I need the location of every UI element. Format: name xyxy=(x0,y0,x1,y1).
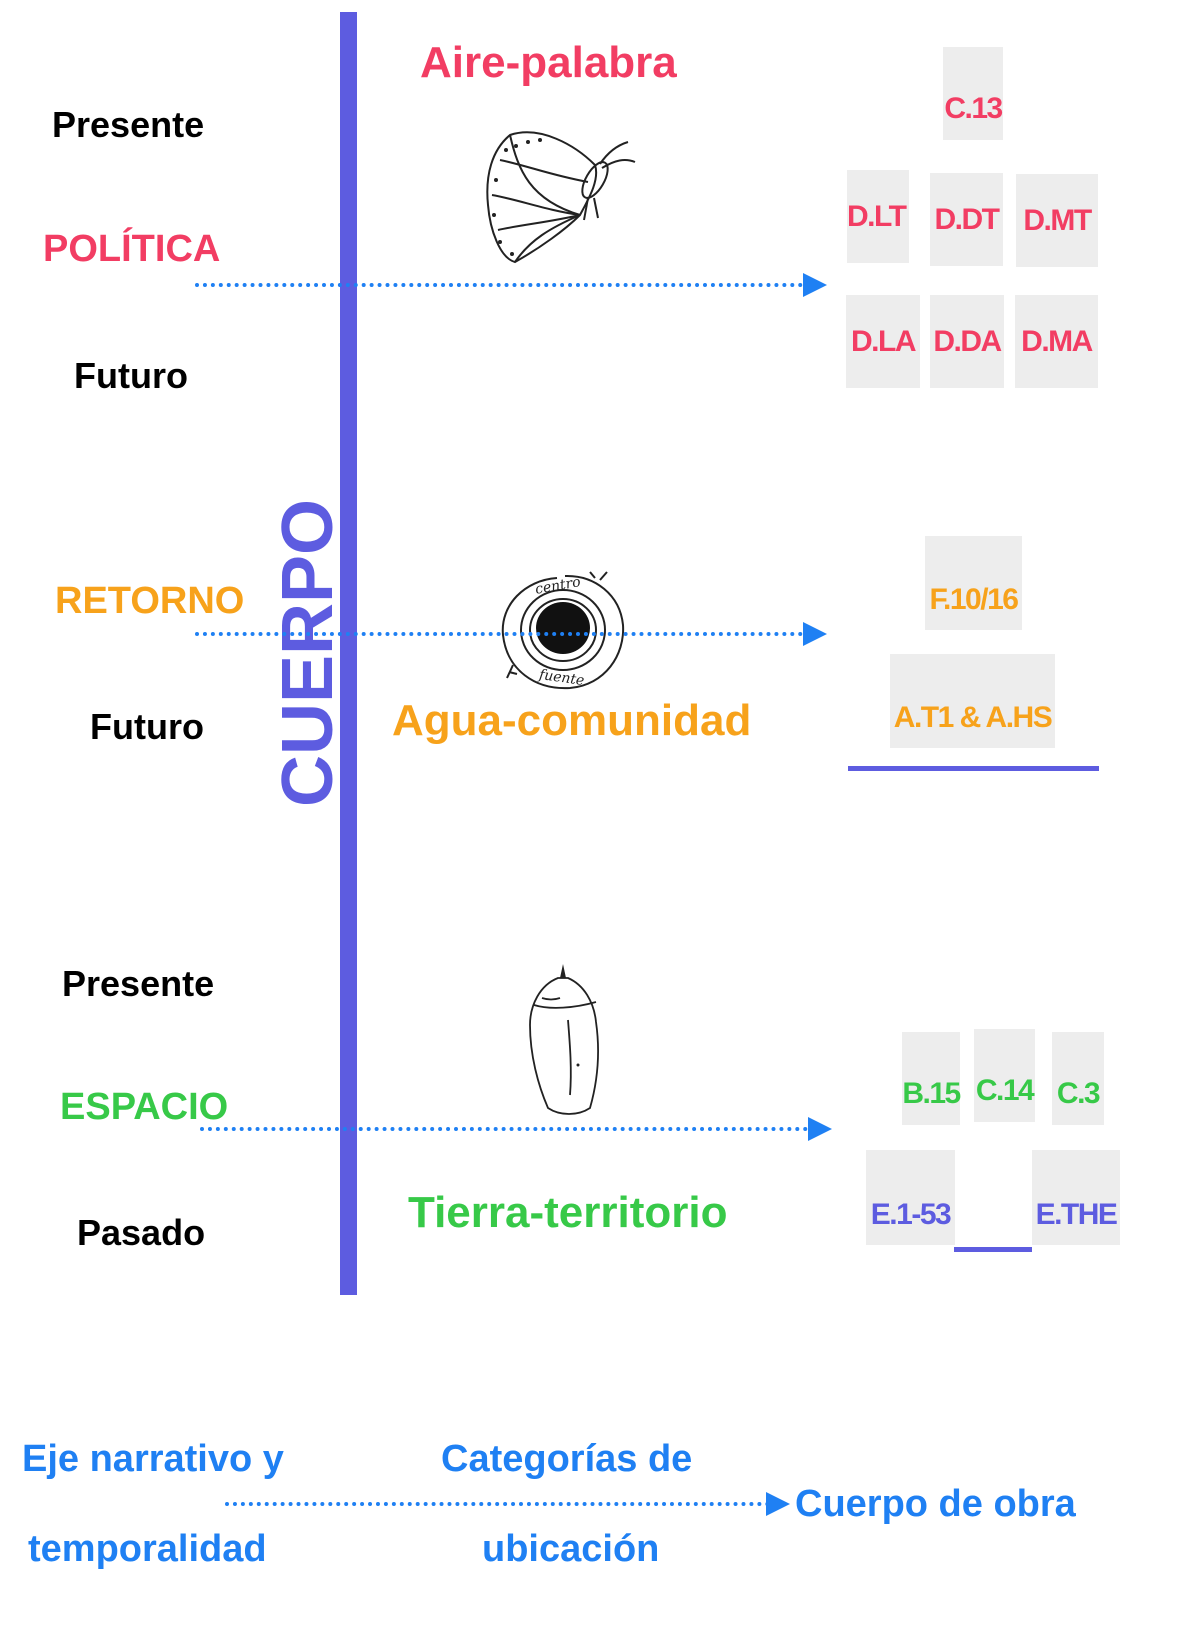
work-box: D.LT xyxy=(847,170,909,263)
legend-eje-line1: Eje narrativo y xyxy=(22,1438,284,1480)
work-box: E.1-53 xyxy=(866,1150,955,1245)
retorno-arrow-line xyxy=(195,632,803,636)
work-box: C.13 xyxy=(943,47,1003,140)
work-box: D.MA xyxy=(1015,295,1098,388)
chrysalis-icon xyxy=(529,964,599,1115)
work-box: D.MT xyxy=(1016,174,1098,267)
espacio-time-bottom: Pasado xyxy=(77,1212,206,1253)
butterfly-icon xyxy=(486,131,636,264)
legend-categorias-line1: Categorías de xyxy=(441,1438,693,1480)
espacio-arrow-head xyxy=(808,1117,832,1141)
retorno-underline xyxy=(848,766,1099,771)
work-box: A.T1 & A.HS xyxy=(890,654,1055,748)
work-box: F.10/16 xyxy=(925,536,1022,630)
work-box: D.DA xyxy=(930,295,1004,388)
retorno-category: RETORNO xyxy=(55,580,245,622)
espacio-arrow-line xyxy=(200,1127,808,1131)
legend-cuerpo-de-obra: Cuerpo de obra xyxy=(795,1483,1076,1525)
retorno-arrow-head xyxy=(803,622,827,646)
work-box: C.14 xyxy=(974,1029,1035,1122)
work-box: C.3 xyxy=(1052,1032,1104,1125)
espacio-time-top: Presente xyxy=(62,963,215,1004)
legend-categorias-line2: ubicación xyxy=(482,1528,660,1570)
espacio-underline xyxy=(954,1247,1032,1252)
work-box: D.LA xyxy=(846,295,920,388)
legend-eje-line2: temporalidad xyxy=(28,1528,267,1570)
politica-arrow-line xyxy=(195,283,803,287)
spiral-centro-fuente-icon: centro fuente xyxy=(495,570,630,695)
politica-arrow-head xyxy=(803,273,827,297)
politica-time-top: Presente xyxy=(52,104,205,145)
retorno-element-label: Agua-comunidad xyxy=(392,696,752,745)
work-box: E.THE xyxy=(1032,1150,1120,1245)
retorno-time-bottom: Futuro xyxy=(90,706,204,747)
cuerpo-axis-label: CUERPO xyxy=(268,498,348,807)
politica-time-bottom: Futuro xyxy=(74,355,188,396)
work-box: B.15 xyxy=(902,1032,961,1125)
espacio-element-label: Tierra-territorio xyxy=(408,1188,728,1237)
politica-category: POLÍTICA xyxy=(43,228,221,270)
espacio-category: ESPACIO xyxy=(60,1086,229,1128)
politica-element-label: Aire-palabra xyxy=(420,38,677,87)
work-box: D.DT xyxy=(930,173,1003,266)
legend-arrow-line xyxy=(225,1502,770,1506)
cuerpo-axis-line xyxy=(340,12,357,1295)
legend-arrow-head xyxy=(766,1492,790,1516)
